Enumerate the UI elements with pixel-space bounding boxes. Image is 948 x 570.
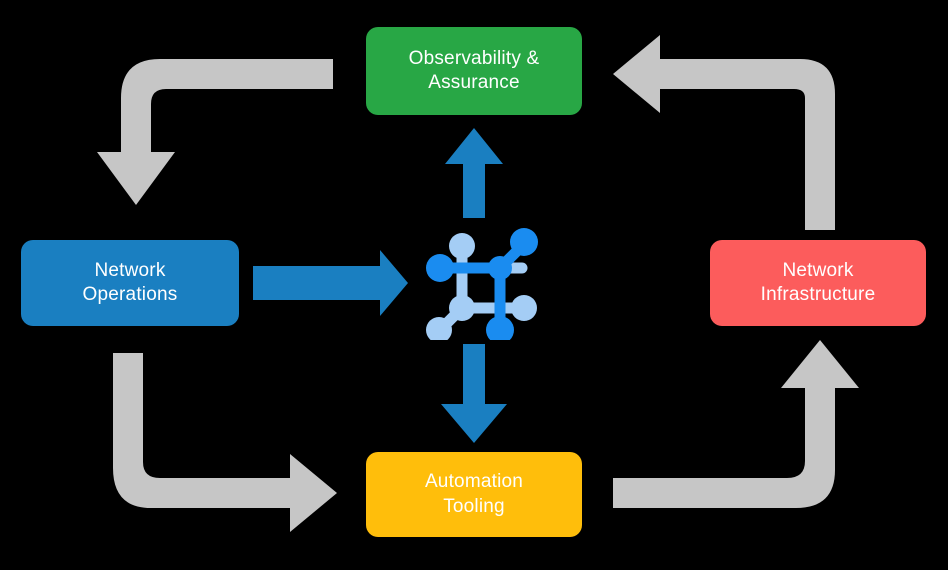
node-automation-tooling[interactable]: Automation Tooling bbox=[366, 452, 582, 537]
curved-arrow-operations-to-automation bbox=[113, 353, 337, 532]
arrow-center-to-observability bbox=[445, 128, 503, 218]
mesh-nodes-light bbox=[426, 233, 537, 340]
node-network-operations-label: Network Operations bbox=[82, 259, 178, 305]
arrow-center-to-automation bbox=[441, 344, 507, 443]
arrow-operations-to-center bbox=[253, 250, 408, 316]
node-network-infrastructure[interactable]: Network Infrastructure bbox=[710, 240, 926, 326]
node-automation-tooling-label: Automation Tooling bbox=[424, 471, 524, 517]
node-observability-label: Observability & Assurance bbox=[408, 47, 540, 93]
curved-arrow-observability-to-operations bbox=[97, 59, 333, 205]
node-network-infrastructure-label: Network Infrastructure bbox=[760, 259, 876, 305]
node-network-operations[interactable]: Network Operations bbox=[21, 240, 239, 326]
node-observability-assurance[interactable]: Observability & Assurance bbox=[366, 27, 582, 115]
network-mesh-icon bbox=[426, 228, 538, 340]
mesh-nodes-dark bbox=[426, 228, 538, 340]
curved-arrow-automation-to-infrastructure bbox=[613, 340, 859, 508]
curved-arrow-infrastructure-to-observability bbox=[613, 35, 835, 230]
